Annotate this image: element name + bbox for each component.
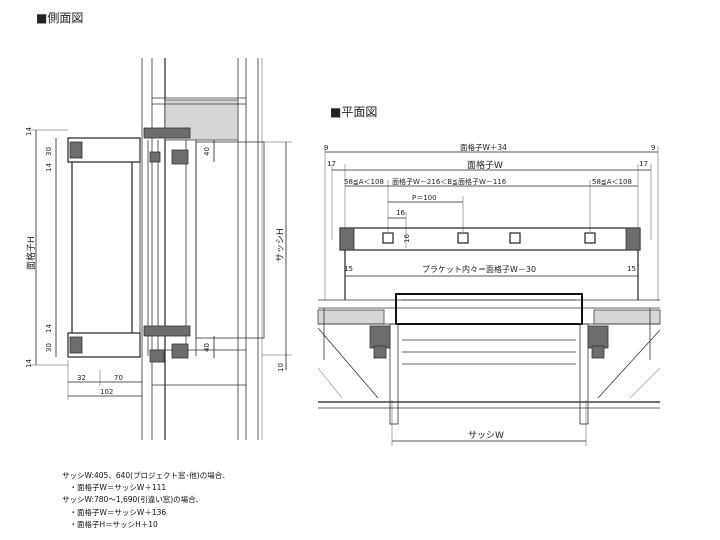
dim-side-10: 10: [277, 363, 285, 372]
dim-side-32: 32: [77, 374, 86, 382]
dim-plan-15-right: 15: [627, 265, 636, 273]
dim-plan-b-range: 面格子W－216＜B≦面格子W－116: [392, 177, 507, 186]
dim-side-102: 102: [100, 388, 113, 396]
dim-plan-16-v: 16: [403, 234, 411, 243]
note-line: ・面格子W＝サッシW＋111: [62, 483, 167, 493]
dim-plan-pitch: P＝100: [412, 194, 437, 202]
note-line: ・面格子W＝サッシW＋136: [62, 507, 167, 517]
dim-plan-total: 面格子W＋34: [460, 142, 507, 152]
dim-side-14-top: 14: [25, 127, 33, 136]
dim-side-h-right: サッシH: [275, 228, 286, 262]
dim-side-14-bot2: 14: [45, 324, 53, 333]
side-view-dimensions: 14 面格子H 14 30 14 14 30 40 40 サッシH 10 32 …: [25, 127, 292, 400]
side-view-title: ■側面図: [36, 11, 83, 25]
dim-side-30-bot: 30: [45, 343, 53, 352]
dim-plan-a-left: 58≦A＜108: [344, 178, 384, 186]
note-line: ・面格子H＝サッシH＋10: [62, 519, 158, 529]
dim-plan-sash-w: サッシW: [468, 430, 504, 441]
side-view-grille: [67, 127, 265, 363]
side-view-wall: [141, 58, 263, 440]
dim-plan-9-left: 9: [324, 144, 328, 152]
dim-side-40-top: 40: [203, 147, 211, 156]
dim-plan-16-h: 16: [396, 209, 405, 217]
dim-plan-bracket: ブラケット内々＝面格子W－30: [422, 264, 536, 274]
plan-view-title: ■平面図: [330, 105, 377, 119]
dim-plan-grille-w: 面格子W: [467, 159, 503, 171]
dim-side-40-bot: 40: [203, 343, 211, 352]
dim-plan-17-left: 17: [327, 160, 336, 168]
dim-side-14-top2: 14: [45, 163, 53, 172]
dim-plan-15-left: 15: [344, 265, 353, 273]
dim-side-30-top: 30: [45, 147, 53, 156]
dim-plan-9-right: 9: [651, 144, 655, 152]
note-line: サッシW:405、640(プロジェクト窓･他)の場合､: [62, 471, 226, 480]
notes-block: サッシW:405、640(プロジェクト窓･他)の場合､ ・面格子W＝サッシW＋1…: [62, 470, 226, 531]
plan-view-grille: [339, 227, 641, 300]
dim-plan-17-right: 17: [639, 160, 648, 168]
dim-side-70: 70: [114, 374, 123, 382]
dim-side-h-left: 面格子H: [25, 236, 37, 270]
dim-plan-a-right: 58≦A＜108: [592, 178, 632, 186]
note-line: サッシW:780～1,690(引違い窓)の場合､: [62, 495, 200, 505]
plan-view-dimensions: 9 面格子W＋34 9 17 面格子W 17 58≦A＜108 面格子W－216…: [324, 142, 659, 446]
dim-side-14-bot: 14: [25, 359, 33, 368]
plan-view-wall: [317, 293, 661, 425]
